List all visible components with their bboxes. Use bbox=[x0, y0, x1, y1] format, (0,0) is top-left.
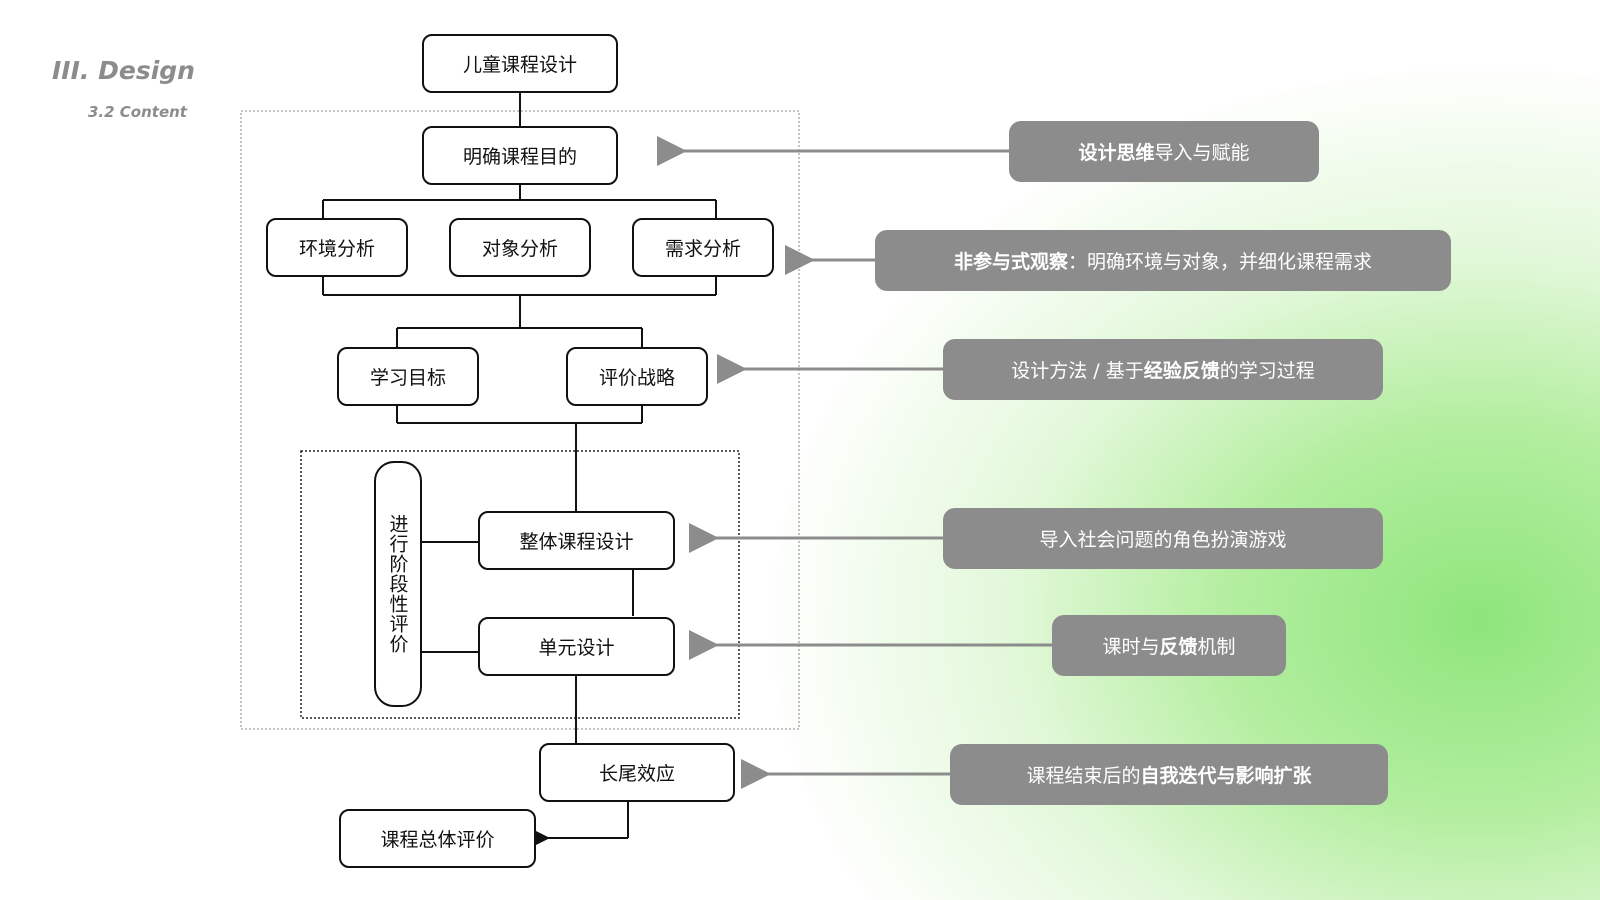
note-role-play: 导入社会问题的角色扮演游戏 bbox=[943, 508, 1383, 569]
note-bold-text: 非参与式观察 bbox=[953, 251, 1068, 273]
note-text-tail: 的学习过程 bbox=[1219, 360, 1315, 382]
node-env-analysis: 环境分析 bbox=[266, 218, 408, 277]
node-overall-eval: 课程总体评价 bbox=[339, 809, 536, 868]
note-text: 课时与 bbox=[1102, 636, 1160, 658]
note-text: 课程结束后的 bbox=[1026, 765, 1141, 787]
node-stage-evaluation: 进行阶段性评价 bbox=[374, 461, 422, 707]
note-bold-text: 自我迭代与影响扩张 bbox=[1140, 765, 1312, 787]
note-design-method: 设计方法 / 基于经验反馈的学习过程 bbox=[943, 339, 1383, 400]
node-object-analysis: 对象分析 bbox=[449, 218, 591, 277]
node-purpose: 明确课程目的 bbox=[422, 126, 618, 185]
inner-group-frame bbox=[300, 450, 740, 719]
note-design-thinking: 设计思维导入与赋能 bbox=[1009, 121, 1319, 182]
note-bold-text: 经验反馈 bbox=[1143, 360, 1220, 382]
note-feedback-mechanism: 课时与反馈机制 bbox=[1052, 615, 1286, 676]
node-whole-design: 整体课程设计 bbox=[478, 511, 675, 570]
note-bold-text: 反馈 bbox=[1159, 636, 1198, 658]
note-text: 导入社会问题的角色扮演游戏 bbox=[1039, 529, 1287, 551]
node-need-analysis: 需求分析 bbox=[632, 218, 774, 277]
note-observation: 非参与式观察：明确环境与对象，并细化课程需求 bbox=[875, 230, 1451, 291]
note-self-iteration: 课程结束后的自我迭代与影响扩张 bbox=[950, 744, 1388, 805]
node-long-tail: 长尾效应 bbox=[539, 743, 735, 802]
node-unit-design: 单元设计 bbox=[478, 617, 675, 676]
note-text-tail: 机制 bbox=[1197, 636, 1236, 658]
node-learning-goal: 学习目标 bbox=[337, 347, 479, 406]
note-text: 设计方法 / 基于 bbox=[1011, 360, 1144, 382]
node-eval-strategy: 评价战略 bbox=[566, 347, 708, 406]
note-text: 导入与赋能 bbox=[1154, 142, 1250, 164]
note-bold-text: 设计思维 bbox=[1078, 142, 1155, 164]
section-subtitle: 3.2 Content bbox=[88, 103, 187, 121]
note-text: ：明确环境与对象，并细化课程需求 bbox=[1068, 251, 1373, 273]
section-title: III. Design bbox=[52, 56, 195, 85]
node-root: 儿童课程设计 bbox=[422, 34, 618, 93]
